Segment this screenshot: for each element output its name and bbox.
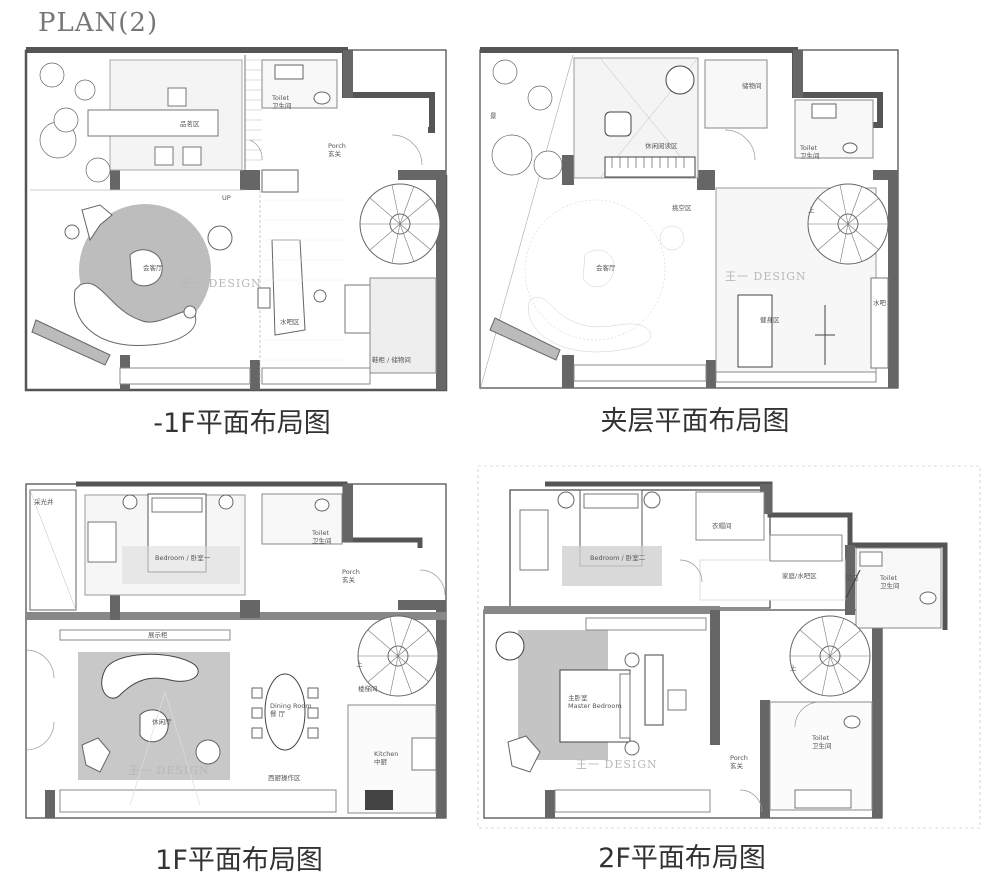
b1-structure: [24, 47, 448, 392]
2f-label-closet: 衣帽间: [712, 521, 732, 530]
mezz-label-void: 挑空区: [672, 203, 692, 212]
b1-label-meeting: 会客厅: [143, 263, 163, 272]
1f-caption: 1F平面布局图: [155, 845, 323, 876]
1f-label-bedroom: Bedroom / 卧室一: [155, 553, 211, 562]
2f-structure: [477, 465, 981, 829]
mezz-caption: 夹层平面布局图: [600, 406, 790, 437]
1f-label-cabinet: 展示柜: [148, 630, 168, 639]
page-title: PLAN(2): [38, 8, 159, 38]
2f-label-bedroom2: Bedroom / 卧室二: [590, 553, 646, 562]
1f-label-skylight: 采光井: [34, 497, 54, 506]
mezz-label-fitness: 健身区: [760, 315, 780, 324]
b1-caption: -1F平面布局图: [153, 408, 331, 439]
1f-label-stair: 楼梯间: [358, 684, 378, 693]
mezz-label-leisure: 休闲阅读区: [645, 141, 678, 150]
2f-label-up: 上: [790, 663, 797, 672]
mezz-label-meeting: 会客厅: [596, 263, 616, 272]
1f-watermark: 王一 DESIGN: [128, 764, 210, 777]
2f-label-family: 家庭/水吧区: [782, 571, 817, 580]
2f-caption: 2F平面布局图: [598, 843, 766, 874]
mezz-label-scenery: 景: [490, 112, 497, 120]
b1-label-water-bar: 水吧区: [280, 317, 300, 326]
b1-label-study: 品茗区: [180, 119, 200, 128]
mezz-label-up: 上: [808, 205, 815, 214]
b1-label-shoe: 鞋柜 / 储物间: [372, 355, 411, 364]
2f-watermark: 王一 DESIGN: [576, 758, 658, 771]
mezz-label-storage: 储物间: [742, 81, 762, 90]
1f-structure: [25, 481, 447, 819]
b1-watermark: 王一 DESIGN: [180, 277, 262, 290]
mezz-structure: [479, 47, 899, 391]
mezz-watermark: 王一 DESIGN: [725, 270, 807, 283]
1f-label-lounge: 休闲厅: [152, 717, 172, 726]
b1-label-up: UP: [222, 194, 231, 202]
mezz-label-water: 水吧: [873, 298, 887, 307]
2f-label-door: 暗门: [845, 573, 858, 582]
1f-label-western-kitchen: 西厨操作区: [268, 773, 301, 782]
1f-label-up: 上: [356, 659, 363, 668]
